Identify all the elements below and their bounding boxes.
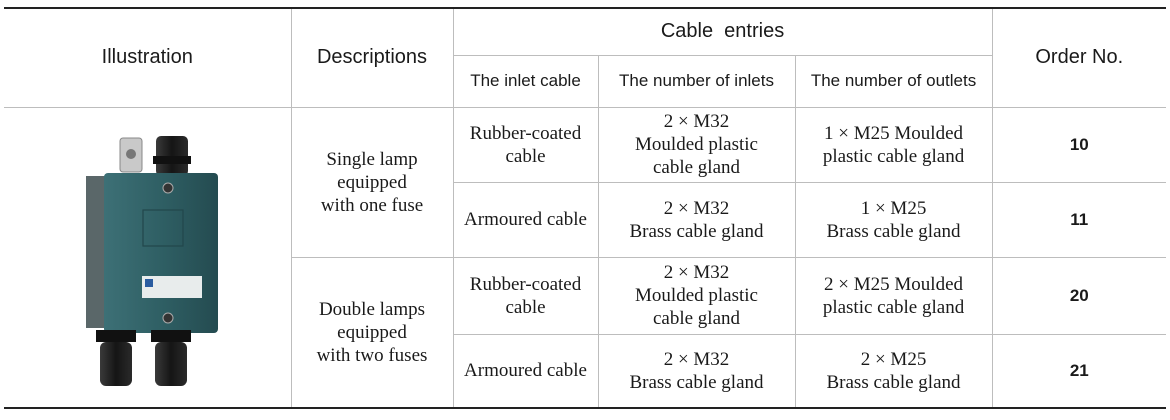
inlets-line: cable gland	[652, 157, 741, 178]
illustration-cell	[4, 106, 292, 408]
inlet-cable-line: Rubber-coated	[469, 273, 582, 295]
num-outlets-header: The number of outlets	[794, 54, 993, 108]
description-line: Single lamp	[326, 148, 418, 170]
inlet-cable-header: The inlet cable	[453, 54, 599, 108]
outlets-cell: 1 × M25 Brass cable gland	[794, 181, 993, 258]
bottom-gland-left	[96, 329, 136, 386]
outlets-line: plastic cable gland	[822, 145, 965, 167]
outlets-cell: 2 × M25 Brass cable gland	[794, 334, 993, 408]
outlets-line: 1 × M25 Moulded	[824, 122, 963, 144]
inlet-cable-cell: Armoured cable	[453, 181, 599, 258]
description-line: equipped	[337, 171, 407, 193]
inlets-line: 2 × M32	[663, 348, 730, 370]
inlet-cable-line: cable	[505, 145, 546, 167]
order-no-cell: 11	[991, 181, 1167, 258]
illustration-header: Illustration	[4, 7, 292, 108]
header-row-1: Illustration Descriptions Cable entries …	[4, 7, 1167, 108]
description-line: equipped	[337, 321, 407, 343]
inlets-line: Brass cable gland	[629, 371, 764, 393]
description-line: with two fuses	[316, 344, 428, 366]
inlets-cell: 2 × M32 Moulded plastic cable gland	[597, 106, 796, 183]
outlets-line: Brass cable gland	[826, 371, 961, 393]
num-inlets-header: The number of inlets	[597, 54, 796, 108]
description-line: with one fuse	[320, 194, 424, 216]
inlets-line: Brass cable gland	[629, 220, 764, 242]
outlets-line: 2 × M25 Moulded	[824, 273, 963, 295]
order-no-cell: 20	[991, 256, 1167, 335]
inlets-line: Moulded plastic	[635, 285, 758, 307]
cable-entries-header: Cable entries	[452, 7, 993, 56]
top-gland	[153, 135, 191, 176]
inlets-line: cable gland	[652, 308, 741, 330]
outlets-cell: 2 × M25 Moulded plastic cable gland	[794, 256, 993, 335]
inlets-cell: 2 × M32 Moulded plastic cable gland	[597, 256, 796, 335]
inlets-line: Moulded plastic	[635, 134, 758, 155]
description-cell: Double lamps equipped with two fuses	[291, 256, 454, 408]
outlets-line: 2 × M25	[860, 348, 927, 370]
inlets-cell: 2 × M32 Brass cable gland	[597, 334, 796, 408]
description-cell: Single lamp equipped with one fuse	[290, 106, 454, 258]
bracket	[119, 137, 143, 172]
order-no-header: Order No.	[991, 7, 1167, 108]
header-row-2: The inlet cable The number of inlets The…	[4, 54, 1166, 108]
inlet-cable-cell: Armoured cable	[453, 334, 599, 408]
outlets-line: 1 × M25	[860, 197, 927, 219]
inlet-cable-cell: Rubber-coated cable	[452, 256, 599, 335]
inlets-line: 2 × M32	[663, 262, 730, 284]
inlet-cable-line: cable	[505, 296, 546, 318]
nameplate	[142, 275, 202, 298]
outlets-line: plastic cable gland	[822, 296, 965, 318]
table-row: Armoured cable 2 × M32 Brass cable gland…	[4, 334, 1167, 408]
product-table: Illustration Descriptions Cable entries …	[4, 7, 1167, 409]
inlet-cable-cell: Rubber-coated cable	[452, 106, 599, 183]
description-line: Double lamps	[318, 298, 426, 320]
descriptions-header: Descriptions	[290, 7, 454, 108]
order-no-cell: 10	[991, 106, 1167, 183]
inlets-line: 2 × M32	[663, 197, 730, 219]
inlet-cable-line: Armoured cable	[464, 360, 587, 382]
table-row: Single lamp equipped with one fuse Rubbe…	[4, 106, 1167, 408]
inlet-cable-line: Rubber-coated	[469, 122, 582, 144]
outlets-cell: 1 × M25 Moulded plastic cable gland	[794, 106, 993, 183]
table-row: Double lamps equipped with two fuses Rub…	[4, 256, 1167, 408]
inlets-cell: 2 × M32 Brass cable gland	[597, 181, 796, 258]
junction-box-image	[86, 135, 218, 386]
bottom-gland-right	[151, 329, 191, 386]
order-no-cell: 21	[991, 334, 1167, 408]
table-row: Armoured cable 2 × M32 Brass cable gland…	[4, 181, 1167, 258]
inlets-line: 2 × M32	[663, 111, 730, 132]
outlets-line: Brass cable gland	[826, 220, 961, 242]
inlet-cable-line: Armoured cable	[464, 209, 587, 230]
enclosure-body	[104, 172, 218, 333]
